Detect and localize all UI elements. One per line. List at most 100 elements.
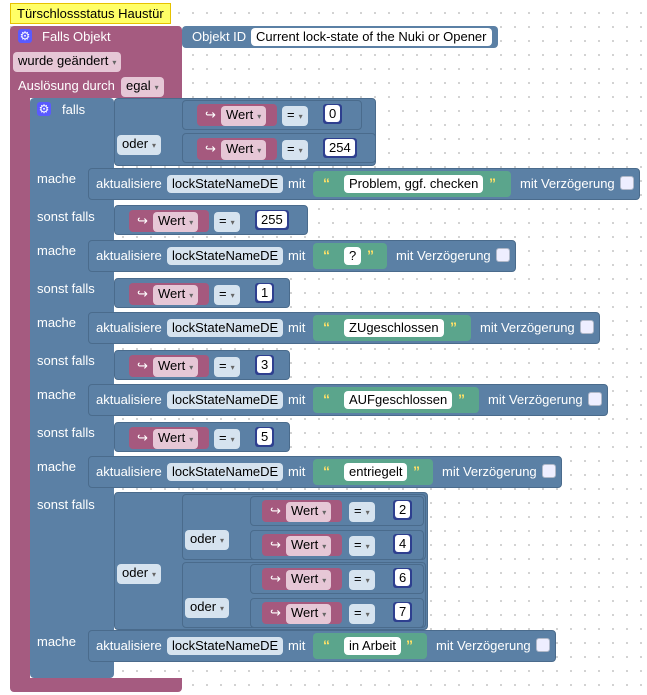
number-block[interactable]: 254 xyxy=(323,138,357,158)
chevron-down-icon: ▾ xyxy=(189,291,194,300)
arrow-icon: ↪ xyxy=(137,286,148,301)
text-field[interactable]: Problem, ggf. checken xyxy=(344,175,484,193)
variable-dropdown[interactable]: lockStateNameDE xyxy=(167,463,284,481)
quote-close-icon: ” xyxy=(367,247,374,263)
mache-label: mache xyxy=(37,315,77,330)
oder-dropdown[interactable]: oder▾ xyxy=(117,564,162,584)
text-field[interactable]: ZUgeschlossen xyxy=(344,319,444,337)
number-field[interactable]: 0 xyxy=(325,105,341,122)
wert-dropdown[interactable]: Wert▾ xyxy=(286,604,332,624)
chevron-down-icon: ▾ xyxy=(322,508,327,517)
chevron-down-icon: ▾ xyxy=(189,363,194,372)
variable-dropdown[interactable]: lockStateNameDE xyxy=(167,391,284,409)
mache-label: mache xyxy=(37,634,77,649)
sonst-falls-label: sonst falls xyxy=(37,497,95,512)
operator-dropdown[interactable]: =▾ xyxy=(214,357,240,377)
gear-icon[interactable]: ⚙ xyxy=(18,29,32,43)
chevron-down-icon: ▾ xyxy=(189,435,194,444)
wert-dropdown[interactable]: Wert▾ xyxy=(153,429,199,449)
quote-open-icon: “ xyxy=(323,391,330,407)
quote-open-icon: “ xyxy=(323,175,330,191)
wurde-geaendert-dropdown[interactable]: wurde geändert▾ xyxy=(13,52,122,72)
falls-label: falls xyxy=(62,102,86,117)
operator-dropdown[interactable]: =▾ xyxy=(349,502,375,522)
variable-dropdown[interactable]: lockStateNameDE xyxy=(167,175,284,193)
number-block[interactable]: 4 xyxy=(393,534,413,554)
operator-dropdown[interactable]: =▾ xyxy=(214,212,240,232)
delay-checkbox[interactable] xyxy=(588,392,602,406)
number-block[interactable]: 255 xyxy=(255,210,289,230)
operator-dropdown[interactable]: =▾ xyxy=(349,604,375,624)
number-block[interactable]: 3 xyxy=(255,355,275,375)
variable-dropdown[interactable]: lockStateNameDE xyxy=(167,247,284,265)
chevron-down-icon: ▾ xyxy=(154,83,159,92)
operator-dropdown[interactable]: =▾ xyxy=(282,106,308,126)
operator-dropdown[interactable]: =▾ xyxy=(282,140,308,160)
wert-dropdown[interactable]: Wert▾ xyxy=(153,285,199,305)
number-field[interactable]: 4 xyxy=(395,535,411,552)
number-field[interactable]: 2 xyxy=(395,501,411,518)
number-block[interactable]: 6 xyxy=(393,568,413,588)
gear-icon[interactable]: ⚙ xyxy=(37,102,51,116)
number-block[interactable]: 0 xyxy=(323,104,343,124)
operator-dropdown[interactable]: =▾ xyxy=(349,570,375,590)
variable-dropdown[interactable]: lockStateNameDE xyxy=(167,637,284,655)
delay-checkbox[interactable] xyxy=(536,638,550,652)
wert-dropdown[interactable]: Wert▾ xyxy=(153,212,199,232)
ausloesung-dropdown[interactable]: egal▾ xyxy=(121,77,164,97)
arrow-icon: ↪ xyxy=(205,107,216,122)
aktualisiere-label: aktualisiere xyxy=(96,464,162,479)
operator-dropdown[interactable]: =▾ xyxy=(349,536,375,556)
operator-dropdown[interactable]: =▾ xyxy=(214,429,240,449)
text-field[interactable]: in Arbeit xyxy=(344,637,401,655)
chevron-down-icon: ▾ xyxy=(365,542,370,551)
wert-dropdown[interactable]: Wert▾ xyxy=(221,140,267,160)
delay-checkbox[interactable] xyxy=(542,464,556,478)
text-field[interactable]: ? xyxy=(344,247,362,265)
number-field[interactable]: 255 xyxy=(257,211,287,228)
text-field[interactable]: entriegelt xyxy=(344,463,408,481)
quote-close-icon: ” xyxy=(406,637,413,653)
mit-label: mit xyxy=(288,248,306,263)
text-field[interactable]: AUFgeschlossen xyxy=(344,391,453,409)
chevron-down-icon: ▾ xyxy=(112,58,117,67)
objekt-id-label: Objekt ID xyxy=(192,29,247,44)
chevron-down-icon: ▾ xyxy=(322,610,327,619)
number-field[interactable]: 6 xyxy=(395,569,411,586)
delay-checkbox[interactable] xyxy=(620,176,634,190)
number-field[interactable]: 5 xyxy=(257,428,273,445)
number-field[interactable]: 254 xyxy=(325,139,355,156)
oder-dropdown[interactable]: oder▾ xyxy=(185,598,230,618)
number-block[interactable]: 1 xyxy=(255,283,275,303)
chevron-down-icon: ▾ xyxy=(230,291,235,300)
delay-checkbox[interactable] xyxy=(496,248,510,262)
wert-dropdown[interactable]: Wert▾ xyxy=(153,357,199,377)
wert-dropdown[interactable]: Wert▾ xyxy=(221,106,267,126)
number-block[interactable]: 2 xyxy=(393,500,413,520)
chevron-down-icon: ▾ xyxy=(298,112,303,121)
mit-label: mit xyxy=(288,638,306,653)
sonst-falls-label: sonst falls xyxy=(37,209,95,224)
wert-dropdown[interactable]: Wert▾ xyxy=(286,570,332,590)
number-field[interactable]: 7 xyxy=(395,603,411,620)
oder-dropdown[interactable]: oder▾ xyxy=(185,530,230,550)
operator-dropdown[interactable]: =▾ xyxy=(214,285,240,305)
number-block[interactable]: 5 xyxy=(255,427,275,447)
number-field[interactable]: 3 xyxy=(257,356,273,373)
chevron-down-icon: ▾ xyxy=(152,141,157,150)
mit-label: mit xyxy=(288,392,306,407)
number-field[interactable]: 1 xyxy=(257,284,273,301)
wert-dropdown[interactable]: Wert▾ xyxy=(286,536,332,556)
number-block[interactable]: 7 xyxy=(393,602,413,622)
delay-checkbox[interactable] xyxy=(580,320,594,334)
mit-label: mit xyxy=(288,464,306,479)
comment-bubble[interactable]: Türschlossstatus Haustür xyxy=(10,3,171,24)
mit-verzoegerung-label: mit Verzögerung xyxy=(488,392,583,407)
wert-dropdown[interactable]: Wert▾ xyxy=(286,502,332,522)
update-block[interactable] xyxy=(88,240,516,272)
variable-dropdown[interactable]: lockStateNameDE xyxy=(167,319,284,337)
objekt-id-field[interactable]: Current lock-state of the Nuki or Opener xyxy=(251,28,492,46)
oder-dropdown[interactable]: oder▾ xyxy=(117,135,162,155)
quote-close-icon: ” xyxy=(450,319,457,335)
arrow-icon: ↪ xyxy=(137,430,148,445)
